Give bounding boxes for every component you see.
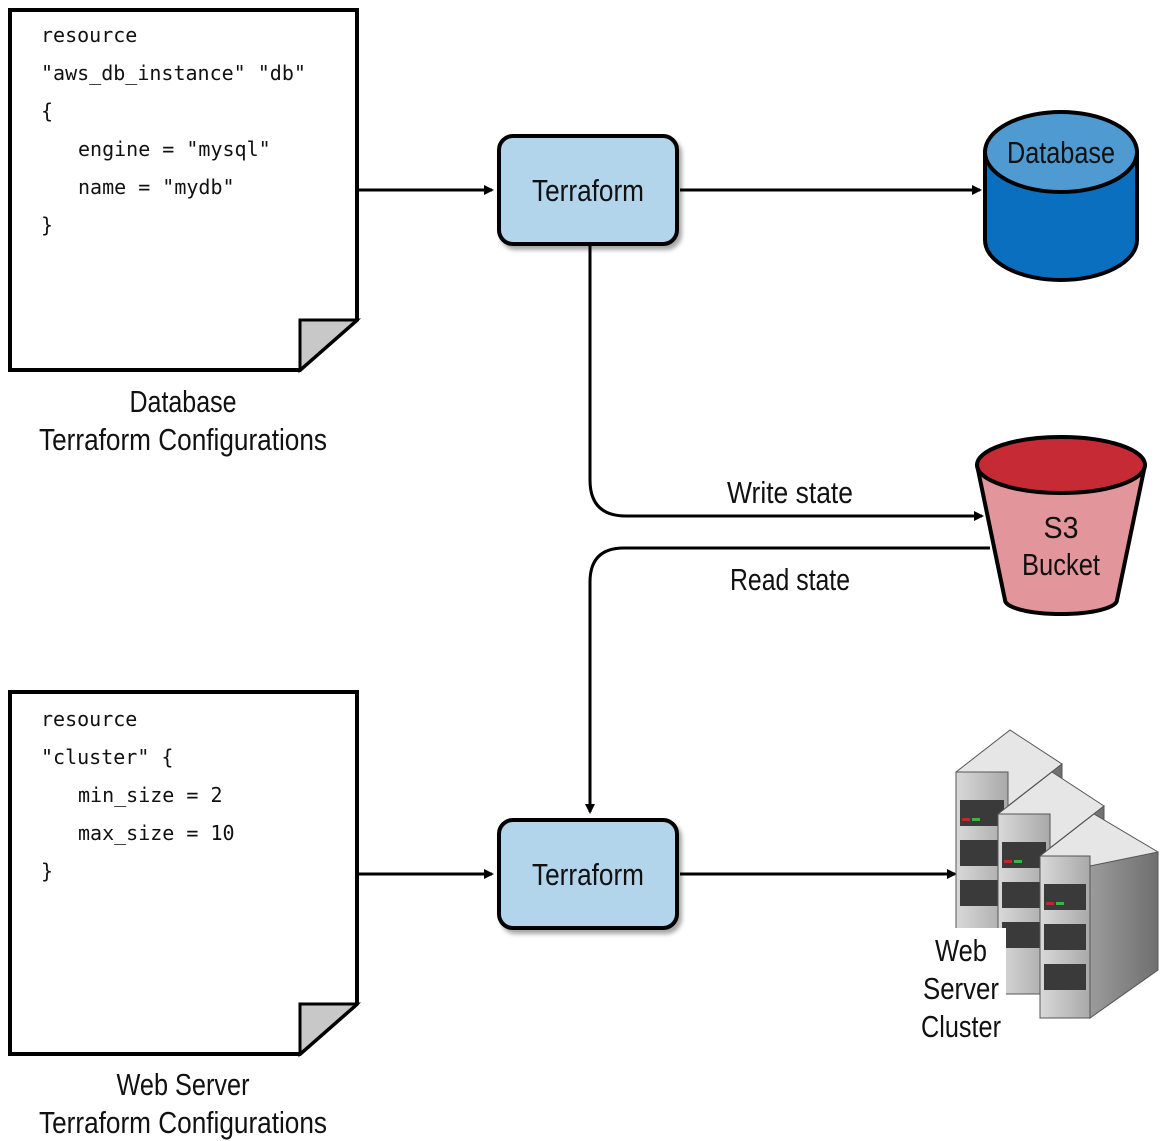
read-state-label: Read state: [730, 562, 850, 597]
web-code-line-3: min_size = 2: [78, 783, 223, 807]
server-icon: [1039, 813, 1159, 1019]
db-code-line-6: }: [41, 213, 53, 237]
edge-write-state: [588, 246, 984, 521]
cluster-label-line3: Cluster: [921, 1009, 1001, 1044]
web-config-fold: [298, 1002, 361, 1058]
web-config-caption-line2: Terraform Configurations: [39, 1105, 327, 1140]
cluster-label-backdrop: [916, 928, 1006, 1040]
cluster-label-line2: Server: [923, 971, 999, 1006]
web-config-caption-line1: Web Server: [117, 1067, 250, 1102]
db-code-line-3: {: [41, 99, 53, 123]
db-code-line-2: "aws_db_instance" "db": [41, 61, 306, 85]
server-cluster-icon: [955, 729, 1159, 1019]
terraform-node-top: Terraform: [497, 134, 679, 246]
write-state-label: Write state: [727, 475, 853, 510]
web-config-document: resource "cluster" { min_size = 2 max_si…: [8, 690, 361, 1058]
s3-bucket: S3 Bucket: [975, 435, 1147, 616]
db-config-caption-line2: Terraform Configurations: [39, 422, 327, 457]
web-code-line-2: "cluster" {: [41, 745, 173, 769]
terraform-node-bottom: Terraform: [497, 818, 679, 930]
db-code-line-5: name = "mydb": [78, 175, 235, 199]
web-code-line-1: resource: [41, 707, 137, 731]
db-config-fold: [298, 318, 361, 374]
edge-read-state: [585, 546, 990, 814]
terraform-bottom-label: Terraform: [532, 857, 644, 892]
terraform-top-label: Terraform: [532, 173, 644, 208]
cluster-label-line1: Web: [935, 933, 987, 968]
s3-label-line1: S3: [1044, 510, 1079, 545]
db-config-caption-line1: Database: [130, 384, 237, 419]
database-label: Database: [1007, 135, 1115, 170]
db-config-document: resource "aws_db_instance" "db" { engine…: [8, 8, 361, 374]
db-code-line-1: resource: [41, 23, 137, 47]
s3-label-line2: Bucket: [1022, 547, 1100, 582]
db-code-line-4: engine = "mysql": [78, 137, 271, 161]
web-code-line-5: }: [41, 859, 53, 883]
database-cylinder: Database: [983, 110, 1139, 282]
web-code-line-4: max_size = 10: [78, 821, 235, 845]
